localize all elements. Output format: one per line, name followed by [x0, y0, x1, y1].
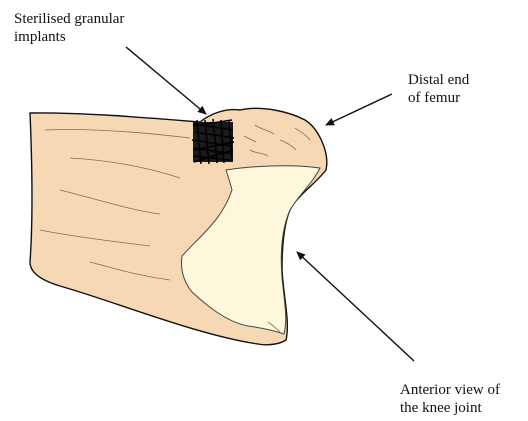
implants-label-line1: Sterilised granular — [14, 10, 204, 28]
anterior-view-label: Anterior view of the knee joint — [400, 381, 528, 417]
distal-end-label: Distal end of femur — [408, 71, 518, 107]
implants-label-line2: implants — [14, 28, 204, 46]
anterior-view-arrow — [297, 252, 414, 361]
implants-label: Sterilised granular implants — [14, 10, 204, 46]
granular-implant-mass — [192, 119, 234, 164]
anterior-view-label-line2: the knee joint — [400, 399, 528, 417]
distal-end-label-line2: of femur — [408, 89, 518, 107]
distal-end-arrow — [326, 94, 392, 125]
distal-end-label-line1: Distal end — [408, 71, 518, 89]
anterior-view-label-line1: Anterior view of — [400, 381, 528, 399]
implants-arrow — [126, 47, 206, 114]
